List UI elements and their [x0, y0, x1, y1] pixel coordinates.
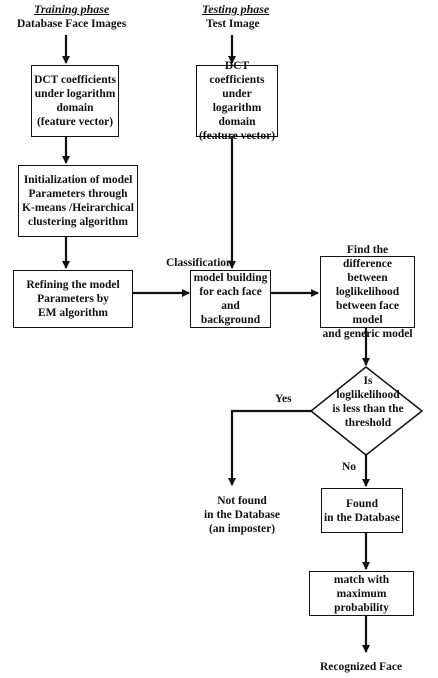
box-line: and generic model	[322, 328, 413, 340]
box-line: Find the difference	[343, 244, 392, 270]
box-line: (an imposter)	[208, 523, 276, 535]
box-line: Parameters through	[28, 188, 128, 200]
not-found-text: Not found in the Database (an imposter)	[195, 494, 289, 536]
box-line: under logarithm	[212, 88, 262, 114]
loglikelihood-difference-box: Find the difference between loglikelihoo…	[320, 244, 415, 340]
no-label: No	[342, 461, 357, 473]
decision-diamond	[309, 366, 424, 456]
box-line: (feature vector)	[36, 116, 114, 128]
box-line: domain	[218, 116, 256, 128]
box-line: Is	[363, 375, 373, 387]
box-line: Not found	[217, 495, 267, 507]
box-line: probability	[334, 601, 389, 614]
box-line: match with maximum	[333, 573, 390, 600]
recognized-face-label: Recognized Face	[320, 661, 403, 673]
box-line: EM algorithm	[38, 307, 108, 319]
decision-text: Is loglikelihood is less than the thresh…	[322, 374, 414, 430]
box-line: between loglikelihood	[335, 272, 400, 298]
dct-testing-box: DCT coefficients under logarithm domain …	[196, 60, 278, 142]
box-line: between face model	[336, 300, 399, 326]
box-line: DCT coefficients	[34, 74, 116, 86]
testing-input-label: Test Image	[206, 18, 260, 30]
box-line: (feature vector)	[198, 130, 276, 142]
box-line: loglikelihood	[336, 389, 400, 401]
model-building-box: model building for each face and backgro…	[190, 270, 271, 328]
found-box: Found in the Database	[321, 488, 403, 533]
arrow-decision-yes	[228, 409, 311, 486]
box-line: in the Database	[323, 511, 401, 524]
box-line: Initialization of model	[23, 174, 133, 186]
testing-phase-label: Testing phase	[202, 2, 270, 16]
dct-training-box: DCT coefficients under logarithm domain …	[31, 65, 119, 137]
box-line: in the Database	[203, 509, 281, 521]
training-phase-label: Training phase	[34, 2, 110, 16]
box-line: under logarithm	[34, 88, 116, 100]
match-box: match with maximum probability	[309, 571, 414, 616]
box-line: is less than the	[332, 403, 404, 415]
box-line: Refining the model	[26, 279, 120, 291]
initialization-box: Initialization of model Parameters throu…	[18, 165, 138, 237]
box-line: threshold	[344, 417, 392, 429]
box-line: domain	[56, 102, 94, 114]
box-line: background	[200, 314, 261, 326]
box-line: model building	[193, 272, 268, 284]
box-line: DCT coefficients	[209, 60, 265, 86]
box-line: Parameters by	[37, 293, 109, 305]
box-line: clustering algorithm	[28, 216, 128, 228]
classification-label: Classification	[166, 257, 233, 269]
box-line: Found	[346, 497, 378, 510]
yes-label: Yes	[275, 393, 292, 405]
training-input-label: Database Face Images	[17, 18, 127, 30]
box-line: for each face and	[199, 286, 262, 312]
box-line: K-means /Heirarchical	[22, 202, 134, 214]
refine-em-box: Refining the model Parameters by EM algo…	[13, 270, 133, 328]
